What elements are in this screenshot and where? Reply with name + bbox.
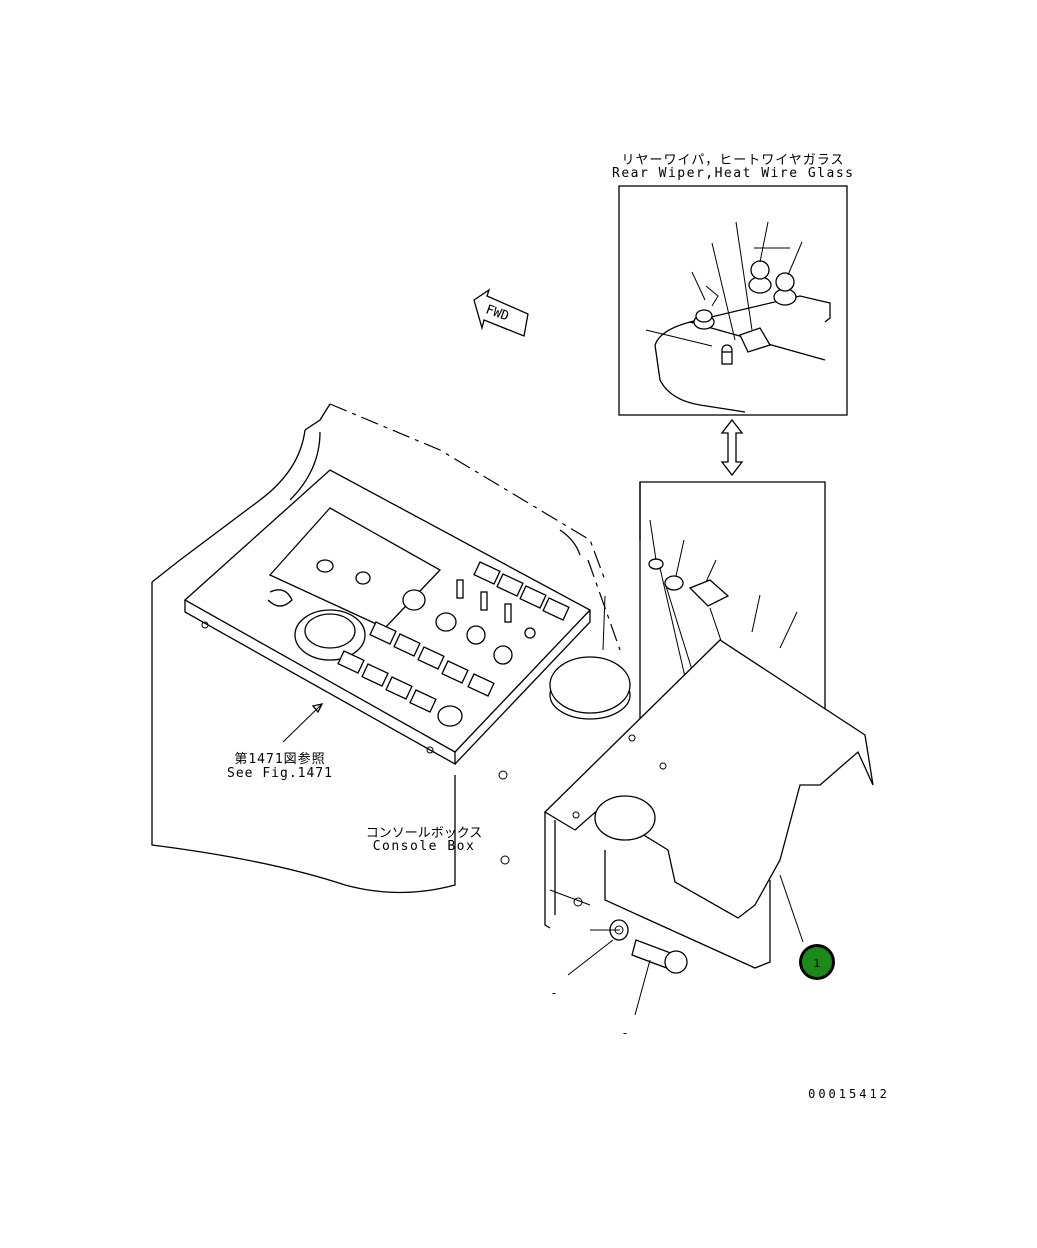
rear-wiper-detail-inset — [618, 185, 848, 416]
double-arrow-icon — [720, 418, 744, 477]
washer-leader-dash: - — [550, 986, 558, 1000]
rear-wiper-label-jp: リヤーワイパ，ヒートワイヤガラス — [621, 153, 845, 168]
callout-1-badge[interactable]: 1 — [799, 944, 835, 980]
rear-wiper-label-en: Rear Wiper,Heat Wire Glass — [612, 166, 855, 181]
washer-and-bolt — [549, 889, 688, 1016]
callout-1-number: 1 — [814, 957, 821, 970]
console-box-shell — [151, 403, 621, 894]
see-fig-label-jp: 第1471図参照 — [234, 752, 326, 767]
bracket-plate — [498, 639, 874, 969]
drawing-number: 00015412 — [808, 1087, 890, 1101]
console-box-label-jp: コンソールボックス — [365, 826, 483, 841]
switch-panel — [183, 469, 592, 766]
console-box-label-en: Console Box — [372, 839, 476, 854]
round-cap — [549, 595, 631, 720]
see-fig-label-en: See Fig.1471 — [227, 766, 333, 781]
bolt-leader-dash: - — [621, 1026, 629, 1040]
fwd-arrow-icon: FWD — [473, 288, 529, 337]
label-leaders — [282, 703, 804, 943]
